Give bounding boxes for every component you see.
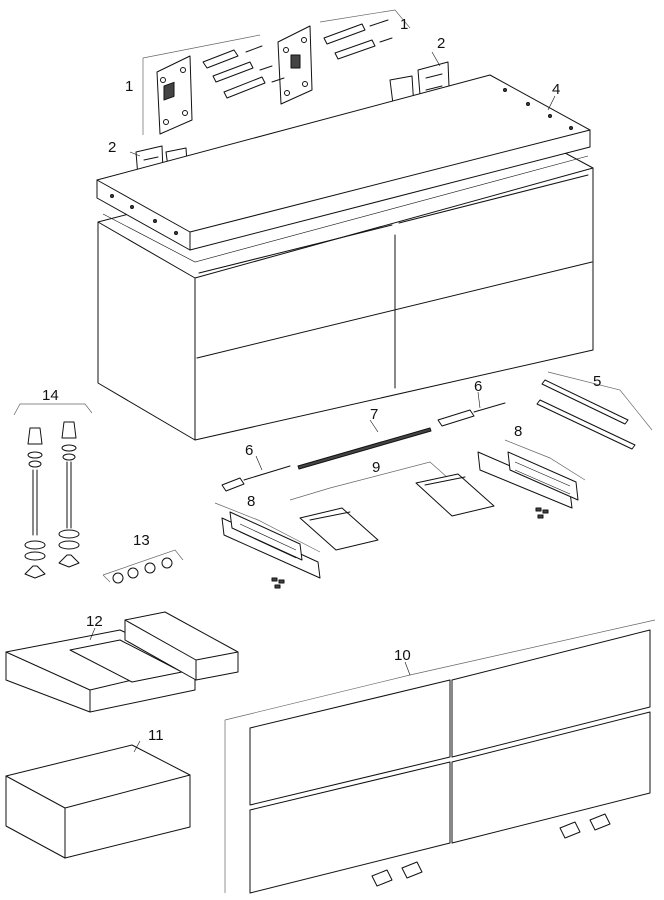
label-6-left: 6	[245, 442, 253, 459]
cover-caps: 13	[102, 532, 184, 584]
drawer-fronts: 10	[224, 619, 656, 894]
label-13: 13	[133, 532, 150, 549]
label-7: 7	[370, 406, 378, 423]
label-1-right: 1	[400, 16, 408, 33]
wall-anchors-right	[323, 19, 393, 60]
wall-anchors-left	[202, 45, 285, 99]
label-10: 10	[394, 647, 411, 664]
label-6-right: 6	[474, 378, 482, 395]
label-11: 11	[148, 727, 164, 744]
adjustable-feet: 14	[13, 387, 93, 579]
upper-drawer-with-organiser: 12	[5, 611, 239, 713]
label-4: 4	[552, 81, 560, 98]
label-8-right: 8	[514, 423, 522, 440]
label-1-left: 1	[125, 78, 133, 95]
label-2-left: 2	[108, 139, 116, 156]
label-2-right: 2	[437, 35, 445, 52]
drawer-inserts: 9	[289, 459, 495, 551]
label-12: 12	[86, 613, 103, 630]
connector-rods: 7 6 6	[221, 378, 506, 492]
drawer-runners: 8 8	[214, 423, 586, 589]
label-8-left: 8	[247, 493, 255, 510]
mounting-rail: 4	[96, 74, 591, 251]
trim-strips: 5	[536, 371, 653, 450]
label-14: 14	[42, 387, 59, 404]
wall-mounting-plates: 1 1	[125, 9, 411, 135]
wall-plate-left	[156, 55, 193, 135]
wall-plate-right	[277, 25, 313, 105]
label-9: 9	[372, 459, 380, 476]
label-5: 5	[593, 373, 601, 390]
lower-drawer: 11	[5, 727, 191, 859]
